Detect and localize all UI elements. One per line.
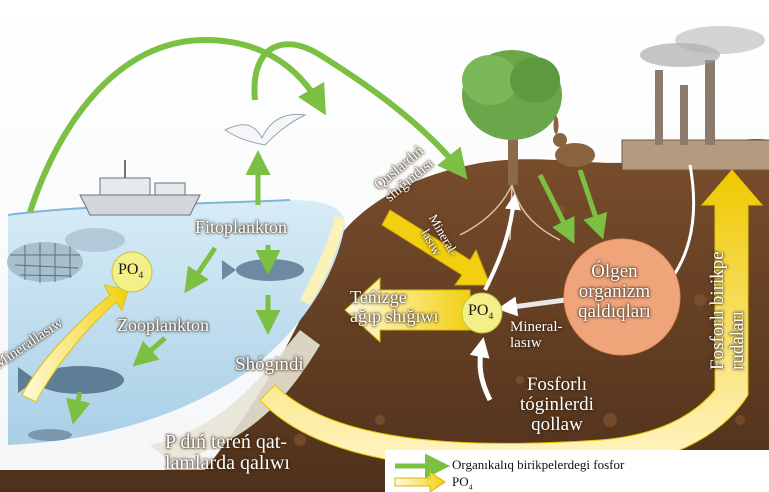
legend-po4: PO4 [452, 474, 473, 492]
sea-line2: ağıp shığıwı [350, 307, 439, 326]
label-po4-water: PO4 [118, 262, 143, 281]
legend-po4-text: PO [452, 474, 469, 489]
sea-line1: Teńizge [350, 288, 439, 307]
po4-water-text: PO [118, 261, 138, 278]
po4-water-sub: 4 [138, 270, 143, 281]
dead-line2: organizm [578, 282, 651, 302]
dead-line3: qaldıqları [578, 302, 651, 322]
label-deep-layers: P dıń tereń qat- lamlarda qalıwı [165, 432, 290, 474]
label-zooplankton: Zooplankton [117, 316, 209, 335]
fert-line2: tóginlerdi [520, 395, 594, 415]
label-dead-organism: Ólgen organizm qaldıqları [578, 262, 651, 322]
fish-small [28, 429, 72, 441]
fert-line3: qollaw [520, 415, 594, 435]
label-mineralisation-mid: Mineral- lasıw [510, 320, 562, 352]
label-fertilizer: Fosforlı tóginlerdi qollaw [520, 375, 594, 435]
deep-line1: P dıń tereń qat- [165, 432, 290, 453]
po4-soil-sub: 4 [488, 311, 493, 322]
label-fitoplankton: Fitoplankton [195, 218, 287, 237]
legend-po4-sub: 4 [469, 483, 473, 492]
label-shogindi: Shógindi [235, 355, 304, 375]
ore-line1: Fosforlı birikpe [708, 251, 728, 370]
mineral-mid-line1: Mineral- [510, 320, 562, 336]
mineral-mid-line2: lasıw [510, 336, 562, 352]
fert-line1: Fosforlı [520, 375, 594, 395]
dead-line1: Ólgen [578, 262, 651, 282]
label-to-sea: Teńizge ağıp shığıwı [350, 288, 439, 326]
legend-organic-phosphorus: Organıkalıq birikpelerdegi fosfor [452, 457, 624, 473]
label-phosphorus-ore: Fosforlı birikpe rudaları [708, 251, 748, 370]
deep-line2: lamlarda qalıwı [165, 453, 290, 474]
po4-soil-text: PO [468, 302, 488, 319]
ore-line2: rudaları [728, 251, 748, 370]
label-po4-soil: PO4 [468, 303, 493, 322]
